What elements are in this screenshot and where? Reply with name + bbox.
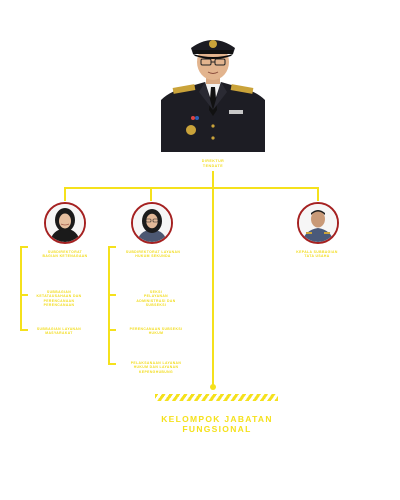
branch-1-child-2-tick [20,329,28,331]
branch-drop-3 [317,187,319,201]
branch-2-child-3-line1: PELAKSANAAN LAYANAN [130,361,182,365]
functional-group-title-line2: FUNGSIONAL [182,424,252,434]
branch-3-portrait [297,202,339,244]
branch-drop-1 [64,187,66,201]
branch-1-child-2-line2: MASYARAKAT [45,331,73,336]
branch-1-label: SUBDIREKTORAT BAGIAN KETENAGAAN [28,250,102,259]
branch-1-child-1-line2: KETATAUSAHAAN DAN [36,294,82,299]
branch-drop-2 [150,187,152,201]
branch-2-portrait-image [133,204,171,242]
hatched-bar [155,394,278,401]
branch-3-label-line2: TATA USAHA [304,254,330,259]
main-vertical-line [212,171,214,387]
branch-2-child-3: PELAKSANAAN LAYANAN HUKUM DAN LAYANAN KE… [122,361,190,374]
functional-group-title-line1: KELOMPOK JABATAN [161,414,273,424]
branch-1-child-1-tick [20,294,28,296]
branch-2-label-line1: SUBDIREKTORAT LAYANAN [125,250,181,254]
branch-1-label-line1: SUBDIREKTORAT [47,250,83,254]
branch-2-portrait [131,202,173,244]
director-title-line1: DIREKTUR [201,159,225,163]
branch-1-portrait [44,202,86,244]
branch-2-child-1-line4: SUBSEKSI [145,303,167,308]
director-portrait-image [161,32,265,152]
branch-2-child-1-tick [108,294,116,296]
branch-2-child-3-line3: KEPENGHUBUNG [139,369,173,374]
main-line-end-dot [210,384,216,390]
branch-1-child-2: SUBBAGIAN LAYANAN MASYARAKAT [26,327,92,336]
branch-2-child-1: SEKSI PELAYANAN ADMINISTRASI DAN SUBSEKS… [126,290,186,308]
branch-2-child-1-line2: PELAYANAN [143,294,169,299]
branch-2-child-2-tick [108,329,116,331]
director-title-line2: TENDATE [202,163,224,168]
branch-2-sub-top-tick [108,246,116,248]
director-portrait [161,32,265,152]
branch-1-child-2-line1: SUBBAGIAN LAYANAN [36,327,82,331]
branch-2-child-3-tick [108,363,116,365]
branch-1-child-1-line4: PERENCANAAN [43,303,75,308]
branch-2-sub-vertical [108,246,110,364]
director-title: DIREKTUR TENDATE [182,159,244,168]
branch-2-child-1-line1: SEKSI [149,290,163,294]
branch-1-sub-vertical [20,246,22,330]
branch-3-portrait-image [299,204,337,242]
branch-1-portrait-image [46,204,84,242]
branch-2-label: SUBDIREKTORAT LAYANAN HUKUM SEKUNDA [113,250,193,259]
branch-1-label-line2: BAGIAN KETENAGAAN [42,254,88,259]
branch-1-sub-top-tick [20,246,28,248]
branch-1-child-1: SUBBAGIAN KETATAUSAHAAN DAN PERENCANAAN … [26,290,92,308]
branch-1-child-1-line3: PERENCANAAN [43,298,75,303]
branch-2-label-line2: HUKUM SEKUNDA [135,254,171,259]
branch-3-label: KEPALA SUBBAGIAN TATA USAHA [283,250,351,259]
functional-group-title: KELOMPOK JABATAN FUNGSIONAL [140,414,294,434]
branch-2-child-1-line3: ADMINISTRASI DAN [136,298,176,303]
branch-2-child-3-line2: HUKUM DAN LAYANAN [133,365,179,370]
horizontal-branch-line [64,187,319,189]
branch-2-child-2-line1: PERENCANAAN SUBSEKSI [129,327,183,331]
branch-1-child-1-line1: SUBBAGIAN [46,290,72,294]
branch-3-label-line1: KEPALA SUBBAGIAN [296,250,338,254]
branch-2-child-2-line2: HUKUM [148,331,164,336]
branch-2-child-2: PERENCANAAN SUBSEKSI HUKUM [122,327,190,336]
